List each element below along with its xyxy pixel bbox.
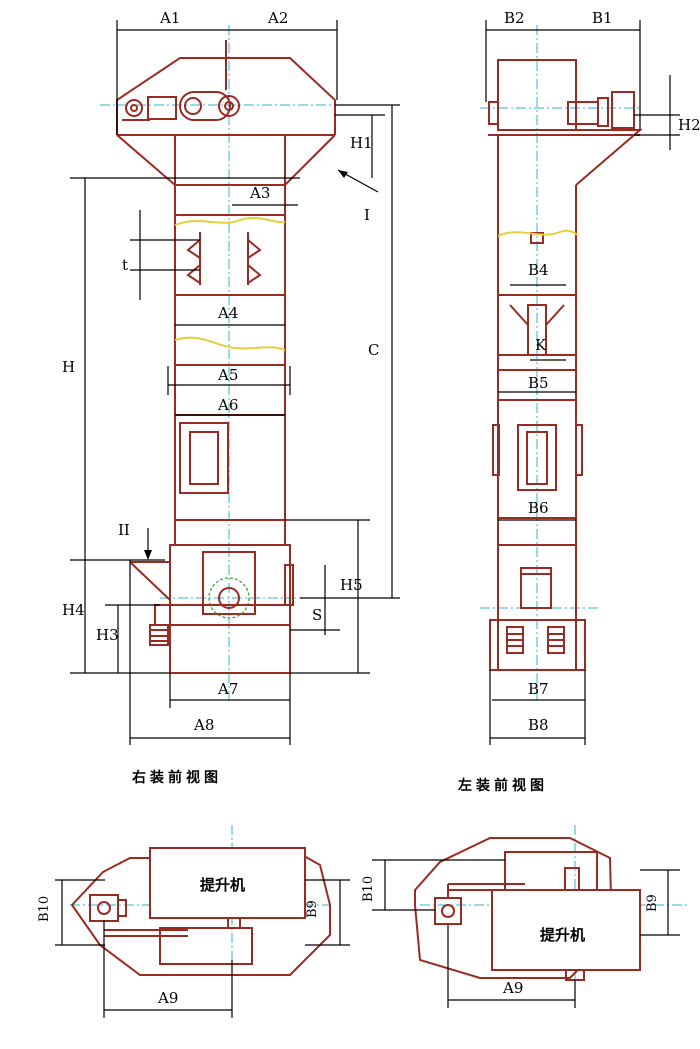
left-mount-plan-view xyxy=(372,825,690,1008)
dim-A4: A4 xyxy=(217,304,238,322)
dim-B9-left: B9 xyxy=(645,894,660,912)
dim-C: C xyxy=(368,341,379,359)
dim-K: K xyxy=(535,336,547,354)
dim-B5: B5 xyxy=(528,374,549,392)
dim-B8: B8 xyxy=(528,716,549,734)
caption-right-view: 右装前视图 xyxy=(131,769,222,786)
dim-S: S xyxy=(312,606,322,624)
dim-B6: B6 xyxy=(528,499,549,517)
dim-H5: H5 xyxy=(340,576,363,594)
dim-A9-left: A9 xyxy=(502,979,523,997)
dim-A7: A7 xyxy=(217,680,238,698)
dim-B10-right: B10 xyxy=(37,896,52,922)
detail-I: I xyxy=(364,206,370,224)
dim-B9-right: B9 xyxy=(305,900,320,918)
hoist-label-right: 提升机 xyxy=(200,876,245,894)
caption-left-view: 左装前视图 xyxy=(457,777,548,794)
dim-A8: A8 xyxy=(193,716,214,734)
right-mount-front-view xyxy=(70,20,400,745)
dim-A5: A5 xyxy=(217,366,238,384)
dim-A2: A2 xyxy=(267,9,288,27)
dim-B2: B2 xyxy=(504,9,525,27)
dim-A9-right: A9 xyxy=(157,989,178,1007)
dim-H1: H1 xyxy=(350,134,373,152)
dim-B10-left: B10 xyxy=(361,876,376,902)
hoist-label-left: 提升机 xyxy=(540,926,585,944)
detail-II: II xyxy=(118,521,130,539)
dim-H2: H2 xyxy=(678,116,700,134)
dim-B4: B4 xyxy=(528,261,549,279)
dim-H: H xyxy=(62,358,75,376)
left-mount-front-view xyxy=(480,20,680,745)
dim-B7: B7 xyxy=(528,680,549,698)
dim-H3: H3 xyxy=(96,626,119,644)
dim-H4: H4 xyxy=(62,601,85,619)
dim-t: t xyxy=(122,256,128,274)
dim-A3: A3 xyxy=(249,184,270,202)
dim-B1: B1 xyxy=(592,9,613,27)
right-mount-plan-view xyxy=(55,825,350,1018)
dim-A1: A1 xyxy=(159,9,180,27)
dim-A6: A6 xyxy=(217,396,238,414)
